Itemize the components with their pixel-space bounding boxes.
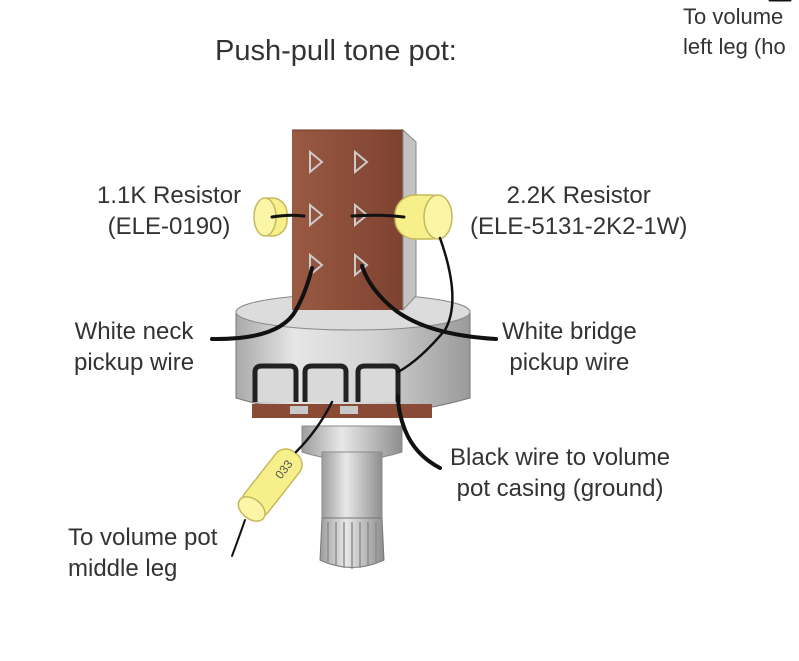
switch-lugs (309, 149, 369, 278)
corner-note-line2: left leg (ho (683, 34, 786, 59)
label-resistor-1k1-line1: 1.1K Resistor (97, 182, 242, 209)
pot-lugs (252, 363, 401, 402)
label-neck-wire-line1: White neck (74, 318, 194, 345)
label-ground-wire: Black wire to volume pot casing (ground) (450, 442, 670, 504)
label-ground-wire-line2: pot casing (ground) (456, 475, 664, 502)
label-bridge-wire: White bridge pickup wire (502, 316, 637, 378)
label-resistor-1k1-line2: (ELE-0190) (107, 213, 231, 240)
label-bridge-wire-line1: White bridge (502, 318, 637, 345)
label-volume-middle-line1: To volume pot (68, 524, 218, 551)
wires (210, 0, 792, 557)
label-bridge-wire-line2: pickup wire (509, 349, 630, 376)
label-resistor-2k2-line1: 2.2K Resistor (506, 182, 651, 209)
label-ground-wire-line1: Black wire to volume (450, 444, 671, 471)
label-volume-middle-line2: middle leg (68, 555, 178, 582)
lug-strip (252, 404, 432, 418)
label-resistor-2k2: 2.2K Resistor (ELE-5131-2K2-1W) (470, 180, 687, 242)
capacitor: 033 (237, 448, 303, 522)
resistor-1k1 (253, 197, 288, 237)
label-volume-middle: To volume pot middle leg (68, 522, 217, 584)
resistor-2k2 (394, 194, 453, 240)
label-neck-wire-line2: pickup wire (74, 349, 195, 376)
diagram-title: Push-pull tone pot: (215, 35, 457, 67)
label-neck-wire: White neck pickup wire (74, 316, 194, 378)
label-resistor-1k1: 1.1K Resistor (ELE-0190) (97, 180, 241, 242)
pot-shaft (301, 425, 403, 569)
corner-note: To volume left leg (ho (683, 2, 786, 62)
switch-housing (292, 128, 417, 312)
corner-note-line1: To volume (683, 4, 784, 29)
label-resistor-2k2-line2: (ELE-5131-2K2-1W) (470, 213, 688, 240)
